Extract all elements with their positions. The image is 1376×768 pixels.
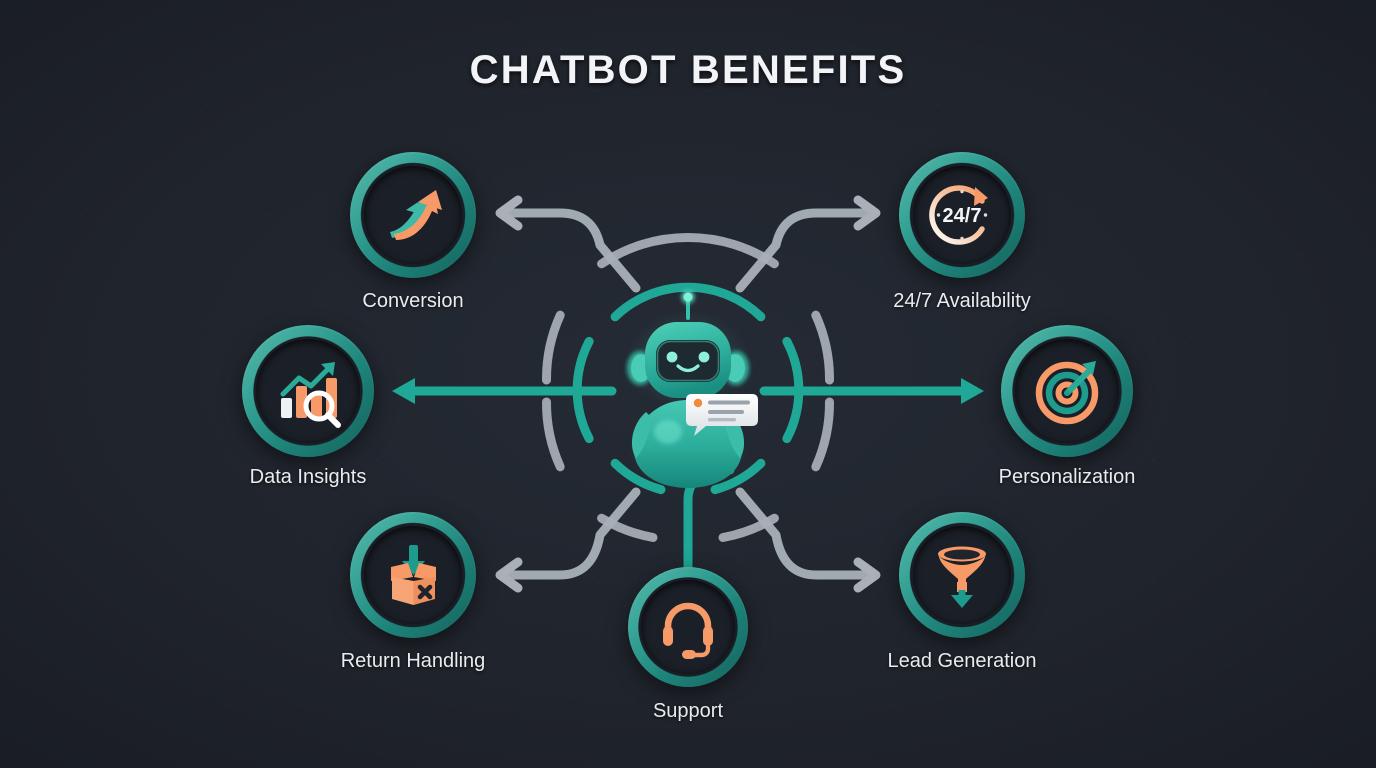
growth-arrow-icon [390,190,442,240]
arrowhead-availability [853,195,881,231]
bar-chart-search-icon [280,362,341,428]
arrowhead-return-handling [495,557,523,593]
node-availability[interactable]: 24/7 [899,152,1025,278]
label-personalization: Personalization [998,466,1136,488]
node-conversion[interactable] [350,152,476,278]
clock-24-7-icon: 24/7 [929,185,988,245]
node-data-insights[interactable] [242,325,374,457]
arrowhead-conversion [495,195,523,231]
speech-bubble-icon [686,394,758,436]
connector-lead-generation [735,487,876,580]
clock-label: 24/7 [943,205,982,227]
node-support[interactable] [628,567,748,687]
outer-dashed-ring [541,232,835,542]
node-return-handling[interactable] [350,512,476,638]
connector-availability [735,208,876,293]
headset-icon [663,602,713,659]
label-support: Support [652,700,724,722]
teal-arrowheads [392,378,984,404]
node-lead-generation[interactable] [899,512,1025,638]
label-data-insights: Data Insights [249,466,367,488]
funnel-icon [938,546,986,608]
label-conversion: Conversion [362,290,464,312]
arrowhead-lead-generation [853,557,881,593]
label-lead-generation: Lead Generation [887,650,1037,672]
inner-dashed-ring [572,282,804,495]
connector-return-handling [500,487,641,580]
connector-conversion [500,208,641,293]
node-personalization[interactable] [1001,325,1133,457]
arrowhead-personalization [961,378,984,404]
return-box-icon [391,545,436,605]
chatbot-robot [626,290,758,488]
label-return-handling: Return Handling [340,650,486,672]
label-availability: 24/7 Availability [893,290,1031,312]
arrowhead-data-insights [392,378,415,404]
page-title: CHATBOT BENEFITS [469,48,907,92]
target-arrow-icon [1035,361,1099,425]
